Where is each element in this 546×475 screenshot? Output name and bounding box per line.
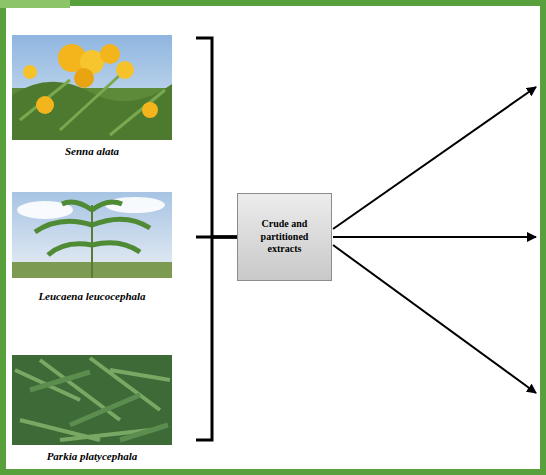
frame-tab	[0, 0, 70, 8]
species-caption: Senna alata	[12, 145, 172, 158]
plant-panel: Senna alata	[12, 35, 196, 165]
output-arrow	[333, 245, 536, 393]
output-arrow	[333, 236, 536, 238]
leucaena-photo	[12, 192, 172, 278]
plant-panel: Leucaena leucocephala	[12, 192, 196, 317]
output-arrow	[333, 87, 536, 229]
process-box: Crude and partitioned extracts	[237, 193, 332, 281]
box-label: Crude and partitioned extracts	[243, 218, 326, 256]
plant-panel: Parkia platycephala	[12, 355, 196, 469]
species-caption: Parkia platycephala	[12, 450, 172, 463]
bracket-connector	[196, 237, 237, 440]
bracket-connector	[196, 38, 237, 237]
parkia-photo	[12, 355, 172, 445]
frame-border	[3, 3, 543, 472]
senna-photo	[12, 35, 172, 140]
species-caption: Leucaena leucocephala	[12, 290, 172, 303]
